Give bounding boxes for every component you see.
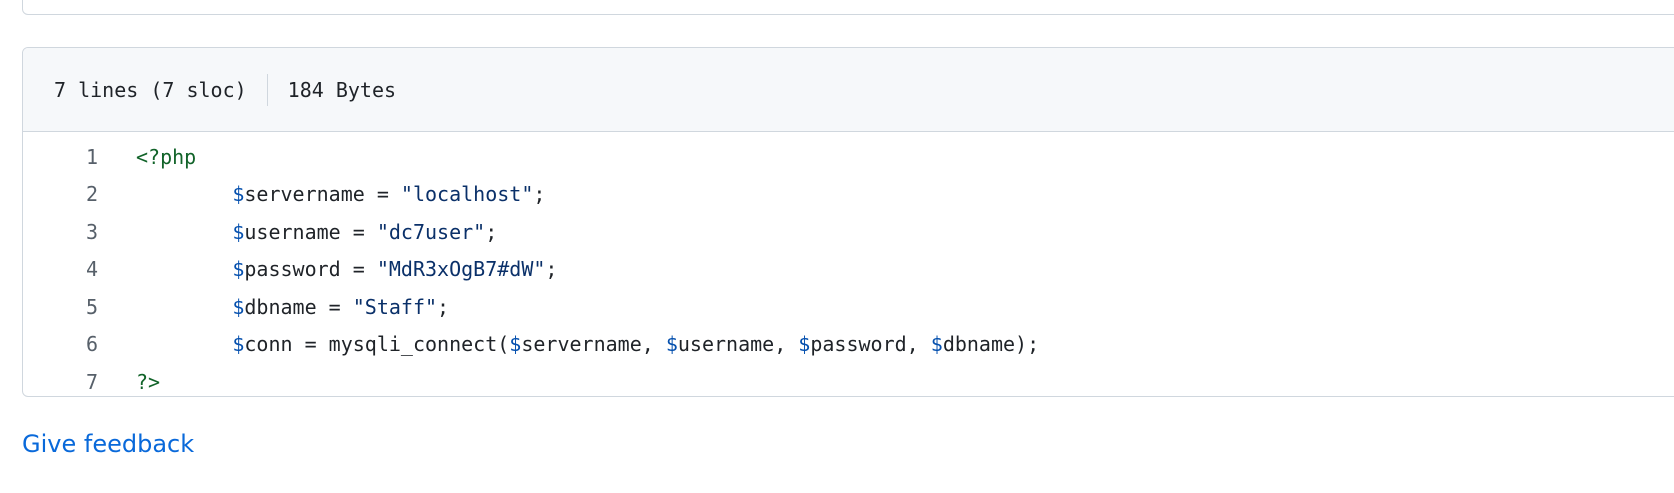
file-size-info: 184 Bytes (287, 77, 397, 102)
code-line: 7 ?> (23, 363, 1674, 396)
line-code: <?php (136, 144, 197, 169)
give-feedback-link[interactable]: Give feedback (22, 430, 195, 458)
line-code: $conn = mysqli_connect($servername, $use… (232, 332, 1040, 357)
file-info-divider (266, 73, 268, 106)
code-line: 4 $password = "MdR3xOgB7#dW"; (23, 251, 1674, 289)
line-number[interactable]: 6 (85, 332, 98, 357)
line-code: $dbname = "Staff"; (232, 294, 450, 319)
code-line: 5 $dbname = "Staff"; (23, 288, 1674, 326)
line-code: ?> (136, 369, 161, 394)
line-number[interactable]: 5 (85, 294, 98, 319)
file-lines-info: 7 lines (7 sloc) (54, 77, 247, 102)
line-number[interactable]: 3 (85, 219, 98, 244)
line-number[interactable]: 2 (85, 182, 98, 207)
line-number[interactable]: 4 (85, 257, 98, 282)
line-code: $servername = "localhost"; (232, 182, 546, 207)
previous-panel (22, 0, 1674, 15)
line-number[interactable]: 7 (85, 369, 98, 394)
code-line: 6 $conn = mysqli_connect($servername, $u… (23, 326, 1674, 364)
line-number[interactable]: 1 (85, 144, 98, 169)
line-code: $password = "MdR3xOgB7#dW"; (232, 257, 558, 282)
code-line: 2 $servername = "localhost"; (23, 176, 1674, 214)
line-code: $username = "dc7user"; (232, 219, 498, 244)
code-line: 3 $username = "dc7user"; (23, 213, 1674, 251)
file-info-header: 7 lines (7 sloc) 184 Bytes (23, 48, 1674, 132)
file-viewer: 7 lines (7 sloc) 184 Bytes 1 <?php 2 $serv… (22, 47, 1674, 397)
code-line: 1 <?php (23, 138, 1674, 176)
